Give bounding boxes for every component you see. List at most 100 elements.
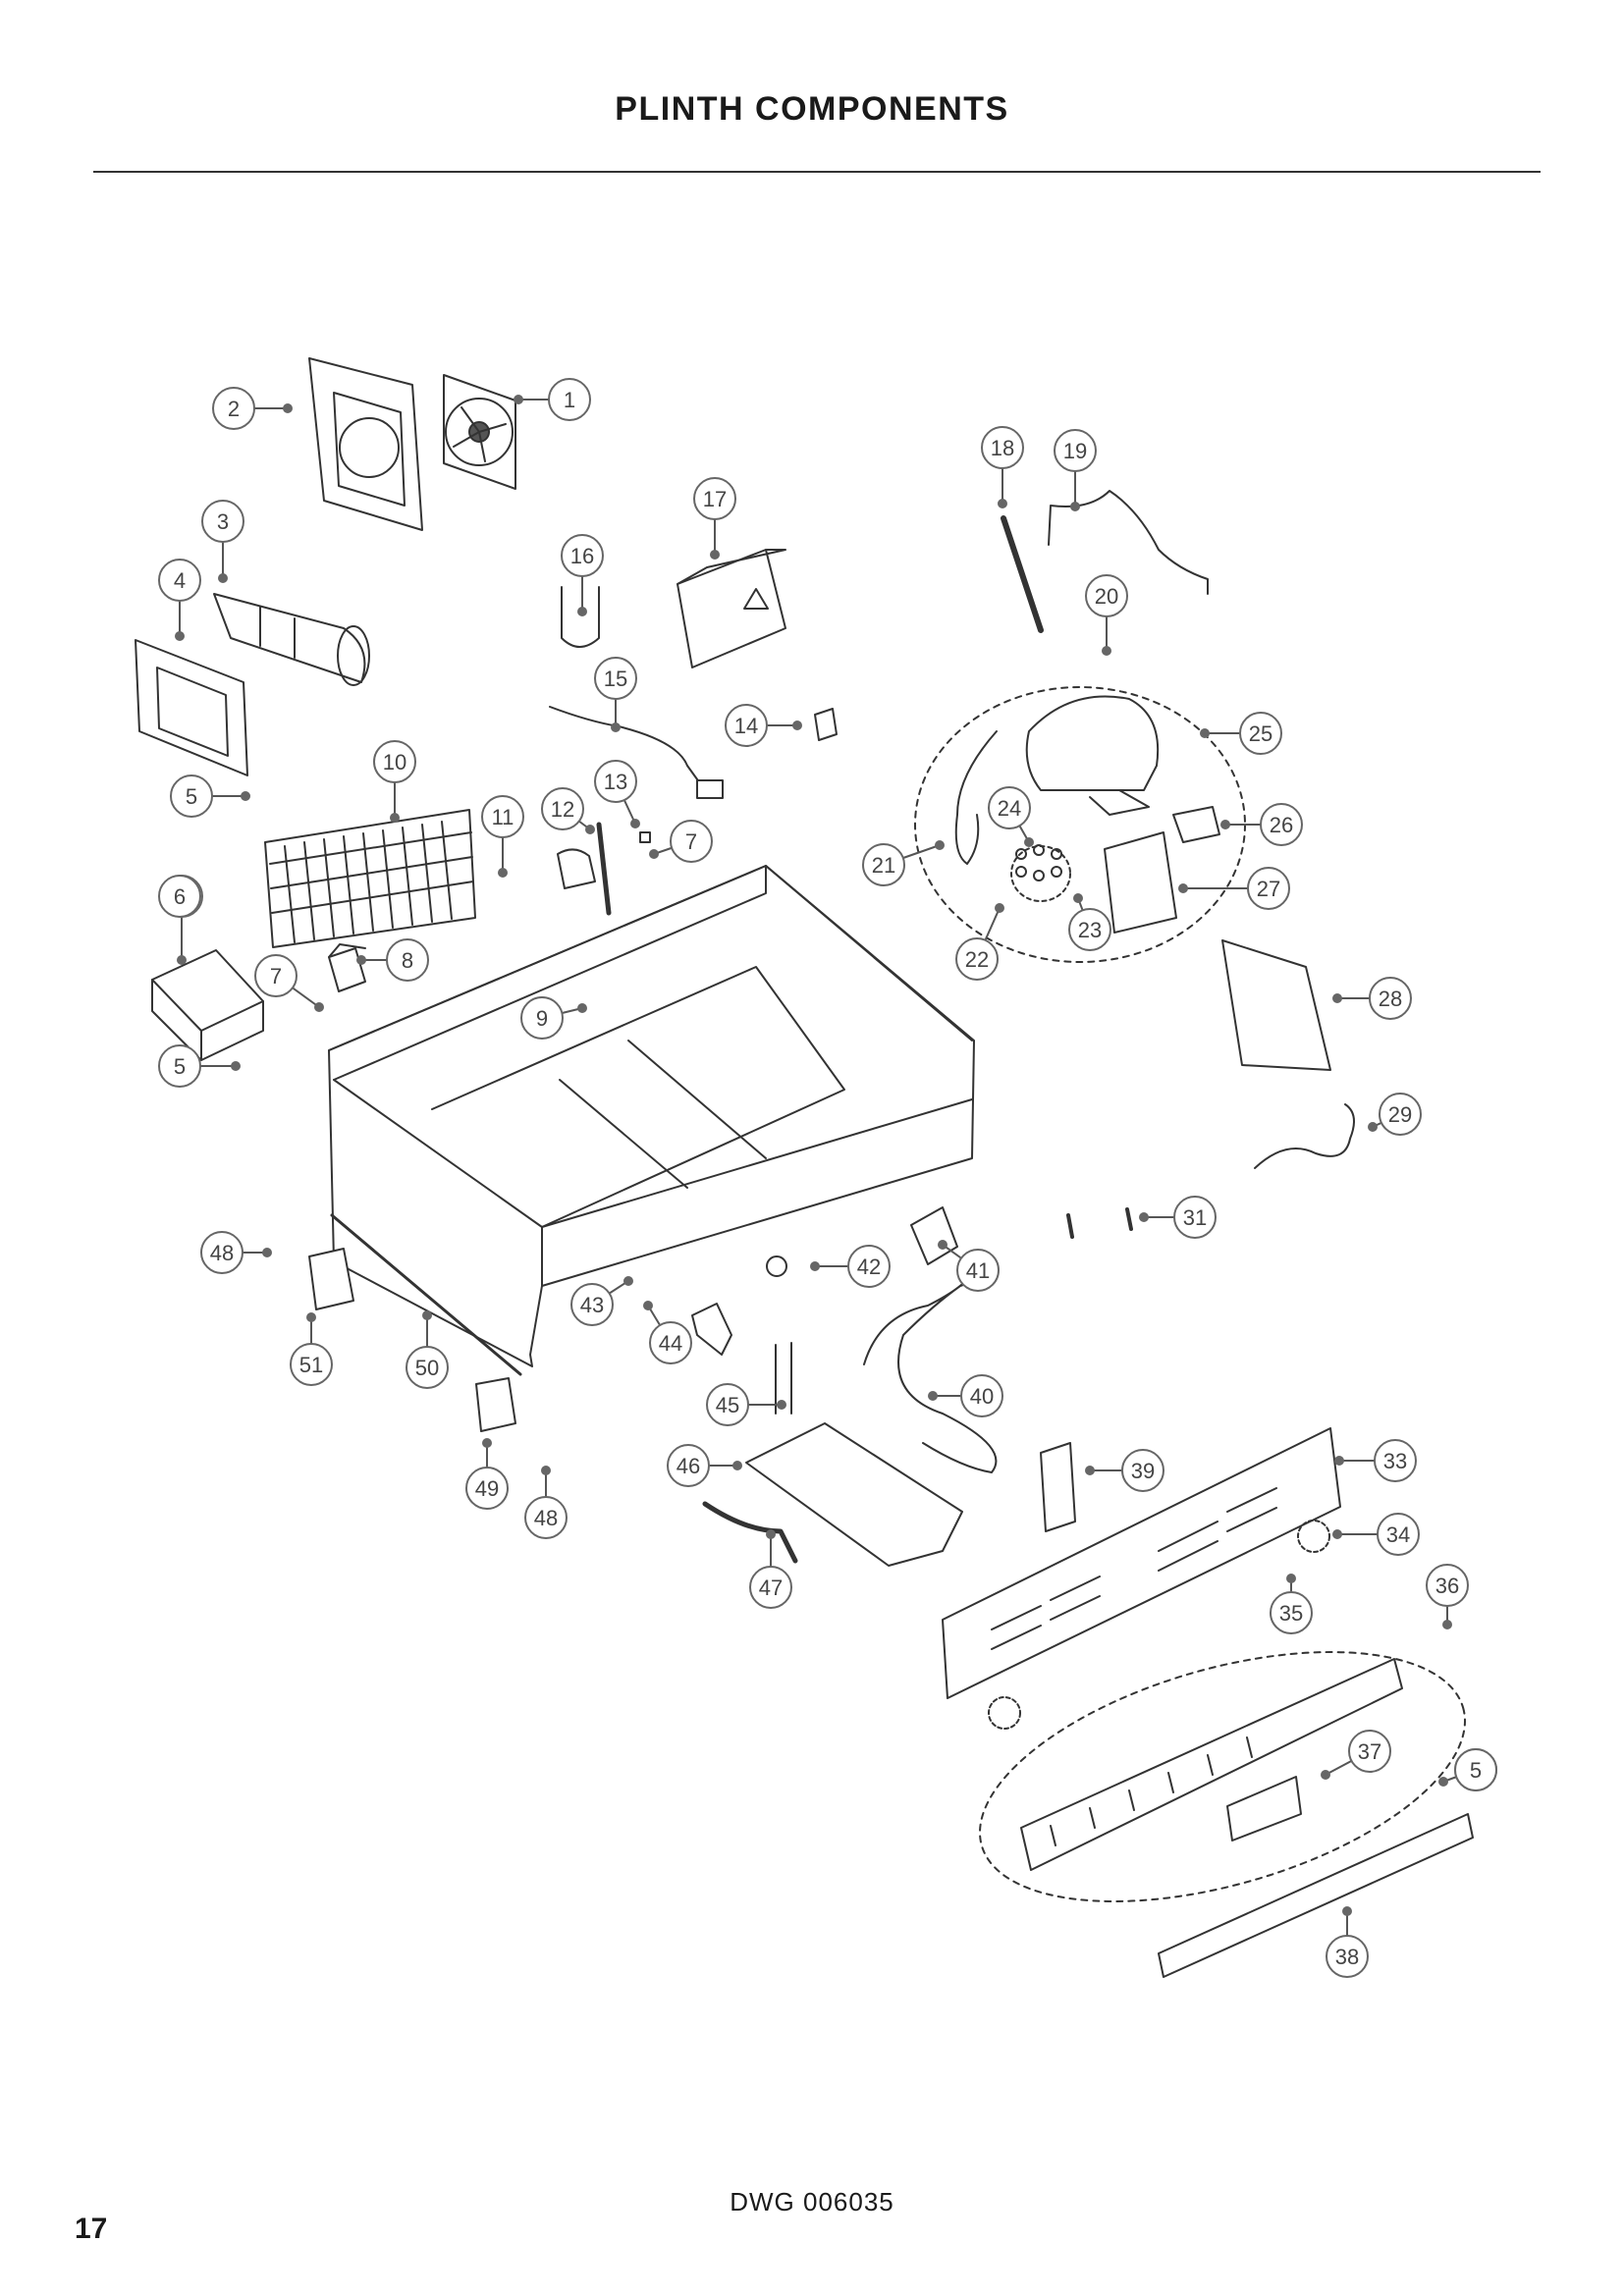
callout-40: 40 xyxy=(960,1374,1003,1417)
leader-dot xyxy=(541,1466,551,1475)
callout-39: 39 xyxy=(1121,1449,1164,1492)
leader-dot xyxy=(928,1391,938,1401)
callout-16: 16 xyxy=(561,534,604,577)
leader-dot xyxy=(306,1312,316,1322)
callout-label: 39 xyxy=(1131,1459,1155,1483)
angle-bracket-part xyxy=(910,1206,958,1265)
callout-circle xyxy=(955,937,999,981)
callout-circle xyxy=(693,477,736,520)
leader-dot xyxy=(422,1310,432,1320)
callout-label: 13 xyxy=(604,770,627,794)
callout-24: 24 xyxy=(988,786,1031,829)
callout-33: 33 xyxy=(1374,1439,1417,1482)
leader-dot xyxy=(514,395,523,404)
callout-label: 9 xyxy=(536,1006,548,1031)
callout-label: 19 xyxy=(1063,439,1087,463)
insert-part xyxy=(1226,1776,1302,1842)
callout-label: 36 xyxy=(1435,1574,1459,1598)
condenser-part xyxy=(264,809,476,948)
leader-dot xyxy=(1085,1466,1095,1475)
callout-label: 38 xyxy=(1335,1945,1359,1969)
leader-dot xyxy=(1220,820,1230,829)
leader-dot xyxy=(314,1002,324,1012)
callout-circle xyxy=(1247,867,1290,910)
callout-label: 15 xyxy=(604,667,627,691)
callout-label: 5 xyxy=(186,784,197,809)
callout-51: 51 xyxy=(290,1343,333,1386)
grille-part xyxy=(942,1427,1341,1699)
callout-35: 35 xyxy=(1270,1591,1313,1634)
hose-part xyxy=(702,1501,798,1564)
callout-circle xyxy=(524,1496,568,1539)
leader-dot xyxy=(1102,646,1111,656)
callout-circle xyxy=(960,1374,1003,1417)
callout-10: 10 xyxy=(373,740,416,783)
callout-48: 48 xyxy=(524,1496,568,1539)
leader-dot xyxy=(710,550,720,560)
callout-label: 46 xyxy=(677,1454,700,1478)
rod-part-long xyxy=(330,1213,522,1376)
callout-41: 41 xyxy=(956,1249,1000,1292)
callout-3: 3 xyxy=(201,500,244,543)
page-title: PLINTH COMPONENTS xyxy=(615,90,1009,128)
callout-circle xyxy=(254,954,298,997)
callout-21: 21 xyxy=(862,843,905,886)
control-box-part xyxy=(677,549,786,668)
callout-circle xyxy=(1348,1730,1391,1773)
callout-12: 12 xyxy=(541,787,584,830)
clip-group-outline-lower xyxy=(988,1696,1021,1730)
leader-dot xyxy=(649,849,659,859)
callout-label: 50 xyxy=(415,1356,439,1380)
leader-dot xyxy=(1178,883,1188,893)
callout-20: 20 xyxy=(1085,574,1128,617)
leader-dot xyxy=(1442,1620,1452,1629)
callout-label: 47 xyxy=(759,1575,783,1600)
leader-dot xyxy=(390,813,400,823)
callout-circle xyxy=(1379,1093,1422,1136)
callout-label: 16 xyxy=(570,544,594,568)
callout-7: 7 xyxy=(670,820,713,863)
compressor-part xyxy=(1025,695,1160,816)
drain-tube-part xyxy=(775,1342,792,1415)
callout-label: 35 xyxy=(1279,1601,1303,1626)
callout-44: 44 xyxy=(649,1321,692,1364)
callout-circle xyxy=(1369,977,1412,1020)
capillary-part xyxy=(1048,490,1209,595)
callout-circle xyxy=(649,1321,692,1364)
callout-label: 25 xyxy=(1249,721,1272,746)
callout-label: 7 xyxy=(270,964,282,988)
leader-dot xyxy=(1073,893,1083,903)
leader-dot xyxy=(938,1240,947,1250)
callout-label: 33 xyxy=(1383,1449,1407,1473)
callout-circle xyxy=(667,1444,710,1487)
callout-label: 23 xyxy=(1078,918,1102,942)
callout-label: 51 xyxy=(299,1353,323,1377)
u-tube-part xyxy=(561,586,600,648)
callout-11: 11 xyxy=(481,795,524,838)
connector-part xyxy=(696,779,724,799)
callout-label: 5 xyxy=(174,1054,186,1079)
callout-5: 5 xyxy=(170,774,213,818)
callout-label: 27 xyxy=(1257,877,1280,901)
leader-dot xyxy=(1332,1529,1342,1539)
hinge-part-lower xyxy=(475,1377,516,1432)
callout-circle xyxy=(670,820,713,863)
callout-label: 42 xyxy=(857,1255,881,1279)
callout-6: 6 xyxy=(158,875,201,918)
callout-label: 12 xyxy=(551,797,574,822)
callout-label: 43 xyxy=(580,1293,604,1317)
leader-dot xyxy=(1332,993,1342,1003)
callout-circle xyxy=(548,378,591,421)
callout-18: 18 xyxy=(981,426,1024,469)
leader-dot xyxy=(766,1529,776,1539)
leader-dot xyxy=(218,573,228,583)
leader-dot xyxy=(577,1003,587,1013)
cylinder-part xyxy=(213,593,370,686)
callout-circle xyxy=(725,704,768,747)
leader-dot xyxy=(231,1061,241,1071)
callout-label: 10 xyxy=(383,750,406,774)
leader-dot xyxy=(1139,1212,1149,1222)
callout-label: 26 xyxy=(1270,813,1293,837)
page-number: 17 xyxy=(75,2213,108,2245)
callout-label: 3 xyxy=(217,509,229,534)
